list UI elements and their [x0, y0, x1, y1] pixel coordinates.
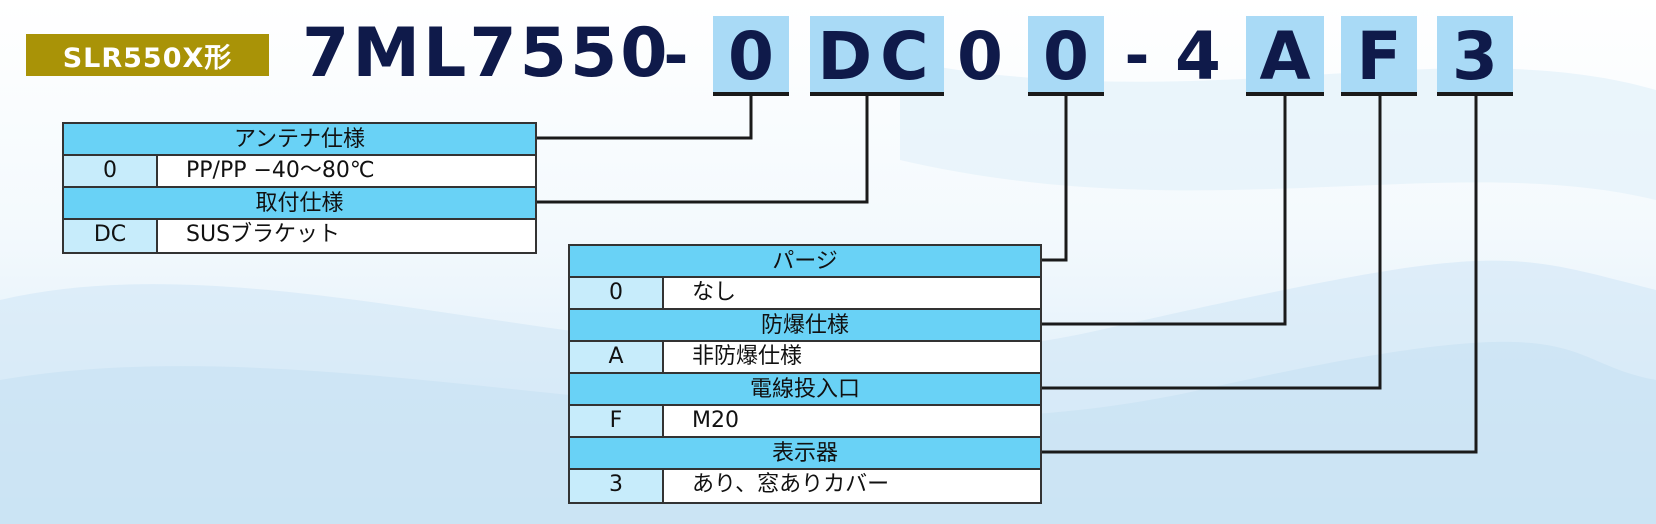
option-description: SUSブラケット: [186, 222, 341, 247]
model-segment-antenna: 0: [713, 16, 789, 96]
model-segment-purge: 0: [1028, 16, 1104, 96]
option-code: F: [570, 406, 664, 436]
option-code: DC: [64, 220, 158, 252]
model-segment-fixed-2: 4: [1175, 18, 1221, 95]
option-code: A: [570, 342, 664, 372]
model-series-badge: SLR550X形: [26, 34, 269, 76]
option-description: あり、窓ありカバー: [692, 472, 890, 497]
option-code: 3: [570, 470, 664, 502]
option-description: 非防爆仕様: [692, 344, 803, 369]
model-segment-explosion-proof: A: [1246, 16, 1324, 96]
table-row: 3 あり、窓ありカバー: [570, 470, 1040, 502]
table-header-display: 表示器: [570, 438, 1040, 470]
model-segment-mounting: DC: [810, 16, 944, 96]
model-prefix: 7ML7550: [302, 14, 671, 93]
option-code: 0: [64, 156, 158, 186]
table-header-mounting: 取付仕様: [64, 188, 535, 220]
option-description: PP/PP −40〜80℃: [186, 158, 375, 183]
table-header-cable-entry: 電線投入口: [570, 374, 1040, 406]
model-segment-fixed: 0: [957, 18, 1003, 95]
model-segment-cable-entry: F: [1341, 16, 1417, 96]
table-row: 0 なし: [570, 278, 1040, 310]
table-row: A 非防爆仕様: [570, 342, 1040, 374]
table-row: 0 PP/PP −40〜80℃: [64, 156, 535, 188]
left-spec-table: アンテナ仕様 0 PP/PP −40〜80℃ 取付仕様 DC SUSブラケット: [62, 122, 537, 254]
model-dash-1: -: [663, 21, 689, 91]
option-code: 0: [570, 278, 664, 308]
table-header-purge: パージ: [570, 246, 1040, 278]
table-header-explosion-proof: 防爆仕様: [570, 310, 1040, 342]
table-row: DC SUSブラケット: [64, 220, 535, 252]
table-row: F M20: [570, 406, 1040, 438]
model-dash-2: -: [1124, 21, 1150, 91]
model-segment-display: 3: [1437, 16, 1513, 96]
right-spec-table: パージ 0 なし 防爆仕様 A 非防爆仕様 電線投入口 F M20 表示器 3 …: [568, 244, 1042, 504]
table-header-antenna: アンテナ仕様: [64, 124, 535, 156]
option-description: なし: [692, 280, 737, 305]
option-description: M20: [692, 408, 739, 433]
